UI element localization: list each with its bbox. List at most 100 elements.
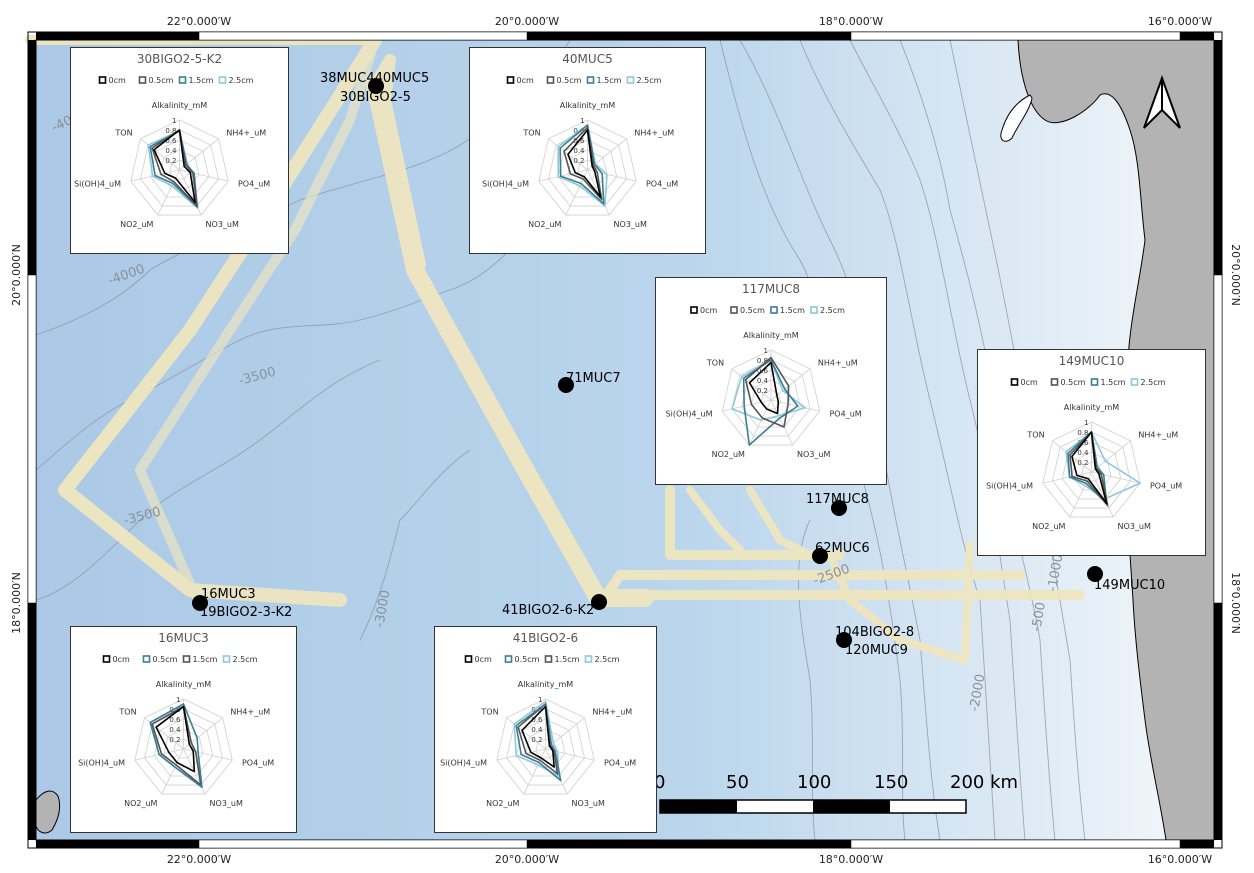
series-line: [151, 129, 198, 207]
legend-label: 2.5cm: [637, 76, 662, 85]
lon-label: 18°0.000′W: [819, 853, 883, 866]
lon-label: 22°0.000′W: [167, 853, 231, 866]
legend-swatch: [584, 655, 593, 663]
station-marker[interactable]: [192, 595, 208, 611]
grid-spoke: [183, 748, 233, 761]
legend-swatch: [730, 306, 738, 314]
series-line: [1071, 431, 1108, 505]
series-line: [567, 129, 602, 198]
axis-label: NO3_uM: [572, 799, 605, 808]
legend-label: 1.5cm: [1101, 378, 1126, 387]
grid-ring: [567, 149, 608, 189]
legend-swatch: [102, 655, 111, 663]
series-line: [748, 361, 780, 415]
grid-ring: [1052, 431, 1131, 509]
grid-spoke: [731, 368, 772, 401]
grid-spoke: [140, 138, 180, 171]
grid-ring: [557, 139, 618, 198]
station-marker[interactable]: [558, 377, 574, 393]
contour-label: -2000: [967, 673, 988, 713]
grid-ring: [496, 698, 595, 795]
series-line: [153, 129, 196, 204]
station-marker[interactable]: [831, 500, 847, 516]
station-marker[interactable]: [812, 548, 828, 564]
chart-title: 117MUC8: [741, 282, 801, 296]
lat-label: 18°0.000′N: [1229, 572, 1242, 634]
axis-label: NO3_uM: [797, 450, 830, 459]
lon-label: 16°0.000′W: [1148, 15, 1212, 28]
station-marker[interactable]: [591, 594, 607, 610]
legend-swatch: [544, 655, 553, 663]
legend-label: 0.5cm: [153, 655, 178, 664]
axis-label: Si(OH)4_uM: [666, 409, 713, 418]
legend-label: 1.5cm: [597, 76, 622, 85]
station-marker[interactable]: [368, 78, 384, 94]
legend-label: 0cm: [475, 655, 492, 664]
legend-label: 0.5cm: [740, 306, 765, 315]
legend-label: 0cm: [109, 76, 126, 85]
legend-label: 0cm: [1021, 378, 1038, 387]
axis-label: NH4+_uM: [226, 129, 266, 138]
series-line: [742, 359, 799, 446]
grid-spoke: [1042, 471, 1092, 484]
grid-ring: [731, 359, 811, 437]
legend-swatch: [810, 306, 818, 314]
grid-spoke: [722, 399, 772, 412]
tick-label: 1: [176, 696, 180, 704]
legend-swatch: [690, 306, 698, 314]
series-line: [151, 705, 202, 786]
legend-swatch: [138, 76, 147, 84]
axis-label: TON: [114, 129, 132, 138]
grid-ring: [721, 349, 821, 446]
legend-swatch: [1090, 378, 1099, 386]
series-line: [559, 124, 605, 205]
legend-swatch: [142, 655, 151, 663]
legend-label: 2.5cm: [820, 306, 845, 315]
grid-ring: [538, 119, 637, 216]
legend-swatch: [770, 306, 778, 314]
station-marker[interactable]: [1087, 566, 1103, 582]
contour-label: -3000: [372, 589, 393, 629]
scale-bar: 0 50 100 150 200 km: [654, 772, 1018, 814]
grid-spoke: [157, 169, 180, 216]
axis-label: NO3_uM: [614, 220, 647, 229]
legend-label: 0.5cm: [557, 76, 582, 85]
series-line: [149, 130, 199, 208]
axis-label: PO4_uM: [646, 179, 678, 188]
scale-label: 100: [797, 772, 831, 793]
grid-spoke: [1091, 471, 1114, 518]
scale-label: 200 km: [950, 772, 1018, 793]
lon-label: 16°0.000′W: [1148, 853, 1212, 866]
axis-label: Si(OH)4_uM: [440, 758, 487, 767]
grid-spoke: [161, 748, 184, 795]
grid-ring: [760, 389, 782, 410]
land-island: [35, 790, 61, 834]
axis-label: PO4_uM: [1150, 481, 1182, 490]
coordinate-labels: 22°0.000′W 20°0.000′W 18°0.000′W 16°0.00…: [10, 15, 1242, 866]
series-line: [515, 703, 562, 782]
north-arrow-icon: [1143, 75, 1181, 129]
grid-ring: [130, 119, 229, 216]
contour-label: -500: [1029, 601, 1049, 633]
axis-label: PO4_uM: [829, 409, 861, 418]
axis-label: TON: [118, 708, 136, 717]
series-line: [1067, 431, 1108, 505]
lat-label: 20°0.000′N: [1229, 244, 1242, 306]
station-label: 149MUC10: [1094, 578, 1165, 593]
legend-label: 1.5cm: [189, 76, 214, 85]
grid-ring: [140, 129, 219, 207]
grid-ring: [1042, 421, 1141, 518]
legend-swatch: [1050, 378, 1059, 386]
legend-swatch: [182, 655, 191, 663]
grid-spoke: [523, 748, 546, 795]
legend-swatch: [98, 76, 107, 84]
station-label: 19BIGO2-3-K2: [200, 605, 292, 620]
station-marker[interactable]: [836, 632, 852, 648]
legend-label: 2.5cm: [1141, 378, 1166, 387]
chart-title: 40MUC5: [562, 52, 613, 66]
